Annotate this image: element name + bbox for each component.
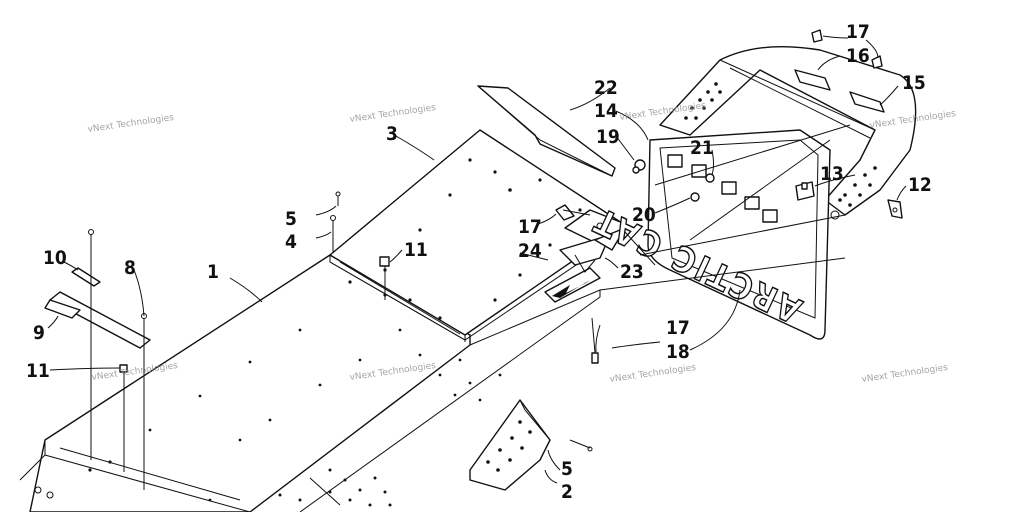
watermark-2: vNext Technologies <box>349 103 437 125</box>
fastener-19 <box>632 159 646 174</box>
fastener-13 <box>795 181 815 201</box>
part-10-strip <box>71 267 101 287</box>
callout-5-low: 5 <box>561 458 573 480</box>
callout-2: 2 <box>561 481 573 503</box>
part-24-bracket <box>559 227 626 273</box>
fastener-17-side <box>555 204 591 221</box>
vent-slots <box>667 154 778 223</box>
fastener-17-top <box>811 29 883 69</box>
fastener-12 <box>887 199 903 219</box>
watermark-8: vNext Technologies <box>861 363 949 385</box>
callout-19: 19 <box>596 126 620 148</box>
callout-labels: 1 2 3 4 5 5 8 9 10 11 11 12 13 14 15 16 … <box>26 21 932 503</box>
callout-22: 22 <box>594 77 618 99</box>
part-9-bracket <box>44 291 151 349</box>
callout-15: 15 <box>902 72 926 94</box>
leader-lines <box>47 35 907 484</box>
callout-17-low: 17 <box>666 317 690 339</box>
callout-5-top: 5 <box>285 208 297 230</box>
watermark-1: vNext Technologies <box>87 113 175 135</box>
callout-21: 21 <box>690 137 714 159</box>
callout-13: 13 <box>820 163 844 185</box>
callout-18: 18 <box>666 341 690 363</box>
callout-12: 12 <box>908 174 932 196</box>
fastener-4 <box>330 215 336 252</box>
part-18-rear-flap: ARCTIC CAT <box>585 129 831 340</box>
callout-11-top: 11 <box>404 239 428 261</box>
fastener-21 <box>705 173 715 183</box>
fastener-5-low <box>569 439 593 452</box>
callout-3: 3 <box>386 123 398 145</box>
fastener-8 <box>88 229 147 490</box>
fastener-17-low <box>591 317 599 364</box>
callout-9: 9 <box>33 322 45 344</box>
fasteners <box>88 29 903 490</box>
part-15-rear-bumper <box>659 45 917 220</box>
callout-24: 24 <box>518 240 542 262</box>
part-22-snow-flap <box>477 85 616 177</box>
callout-1: 1 <box>207 261 219 283</box>
callout-16: 16 <box>846 45 870 67</box>
fastener-20 <box>690 192 700 202</box>
callout-17-mid: 17 <box>518 216 542 238</box>
callout-11-low: 11 <box>26 360 50 382</box>
callout-10: 10 <box>43 247 67 269</box>
callout-23: 23 <box>620 261 644 283</box>
callout-8: 8 <box>124 257 136 279</box>
fastener-5-top <box>335 191 341 206</box>
watermark-7: vNext Technologies <box>609 363 697 385</box>
callout-20: 20 <box>632 204 656 226</box>
callout-4: 4 <box>285 231 297 253</box>
fastener-11-nut <box>379 256 390 300</box>
part-2-bracket <box>469 399 551 491</box>
callout-14: 14 <box>594 100 618 122</box>
part-23-decal <box>544 267 601 303</box>
callout-17-top: 17 <box>846 21 870 43</box>
